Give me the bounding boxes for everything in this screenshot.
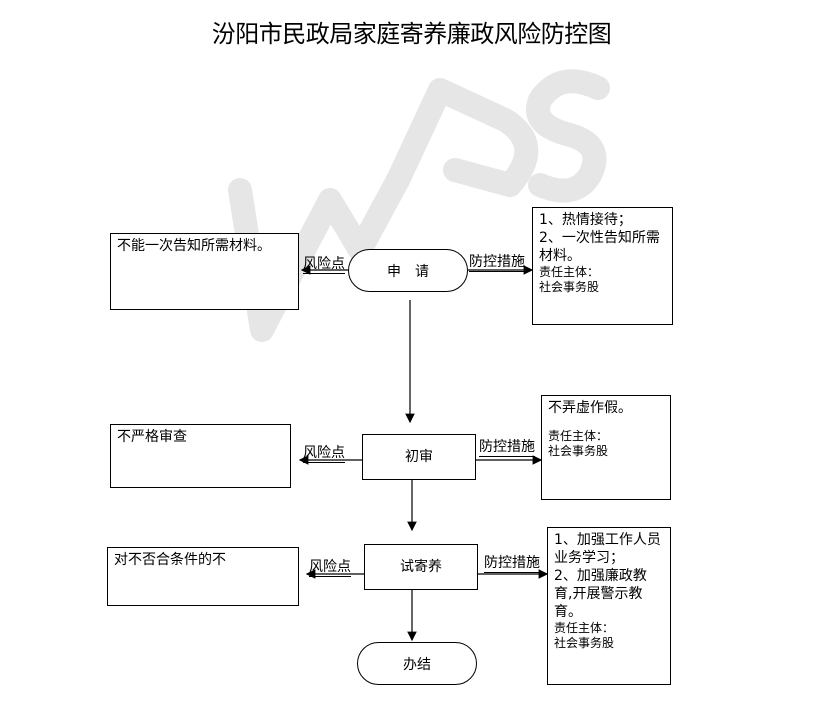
control-initial-resp-title: 责任主体： bbox=[548, 429, 609, 443]
risk-label-trial: 风险点 bbox=[309, 559, 351, 577]
control-label-initial: 防控措施 bbox=[479, 439, 535, 457]
control-apply-line-2: 2、一次性告知所需材料。 bbox=[539, 230, 660, 264]
control-box-apply: 1、热情接待； 2、一次性告知所需材料。 责任主体： 社会事务股 bbox=[532, 207, 673, 325]
control-apply-resp-title: 责任主体： bbox=[539, 265, 600, 279]
control-label-trial: 防控措施 bbox=[484, 555, 540, 573]
step-apply-label: 申 请 bbox=[387, 263, 429, 280]
control-initial-resp-unit: 社会事务股 bbox=[548, 444, 609, 458]
risk-text-trial: 对不否合条件的不 bbox=[114, 552, 226, 568]
step-initial-review: 初审 bbox=[362, 434, 476, 480]
risk-box-apply: 不能一次告知所需材料。 bbox=[110, 233, 299, 310]
control-initial-line-1: 不弄虚作假。 bbox=[548, 400, 632, 416]
step-apply: 申 请 bbox=[348, 249, 468, 292]
control-box-trial: 1、加强工作人员业务学习； 2、加强廉政教育,开展警示教育。 责任主体： 社会事… bbox=[547, 527, 671, 685]
risk-box-trial: 对不否合条件的不 bbox=[107, 547, 299, 606]
control-label-apply: 防控措施 bbox=[469, 254, 525, 272]
step-trial-label: 试寄养 bbox=[400, 559, 442, 575]
control-trial-resp-unit: 社会事务股 bbox=[554, 636, 615, 650]
risk-text-apply: 不能一次告知所需材料。 bbox=[117, 238, 271, 254]
control-trial-line-2: 2、加强廉政教育,开展警示教育。 bbox=[554, 568, 647, 620]
risk-label-apply: 风险点 bbox=[303, 256, 345, 274]
step-done: 办结 bbox=[357, 642, 477, 685]
risk-box-initial: 不严格审查 bbox=[110, 424, 291, 488]
control-trial-line-1: 1、加强工作人员业务学习； bbox=[554, 532, 661, 566]
control-box-initial: 不弄虚作假。 责任主体： 社会事务股 bbox=[541, 395, 671, 500]
control-trial-resp-title: 责任主体： bbox=[554, 621, 615, 635]
control-apply-line-1: 1、热情接待； bbox=[539, 212, 632, 228]
control-apply-resp-unit: 社会事务股 bbox=[539, 280, 600, 294]
step-trial-fostering: 试寄养 bbox=[364, 544, 478, 590]
risk-label-initial: 风险点 bbox=[303, 445, 345, 463]
page-title: 汾阳市民政局家庭寄养廉政风险防控图 bbox=[211, 20, 612, 48]
step-done-label: 办结 bbox=[403, 656, 431, 673]
step-initial-label: 初审 bbox=[405, 449, 433, 465]
risk-text-initial: 不严格审查 bbox=[117, 429, 187, 445]
